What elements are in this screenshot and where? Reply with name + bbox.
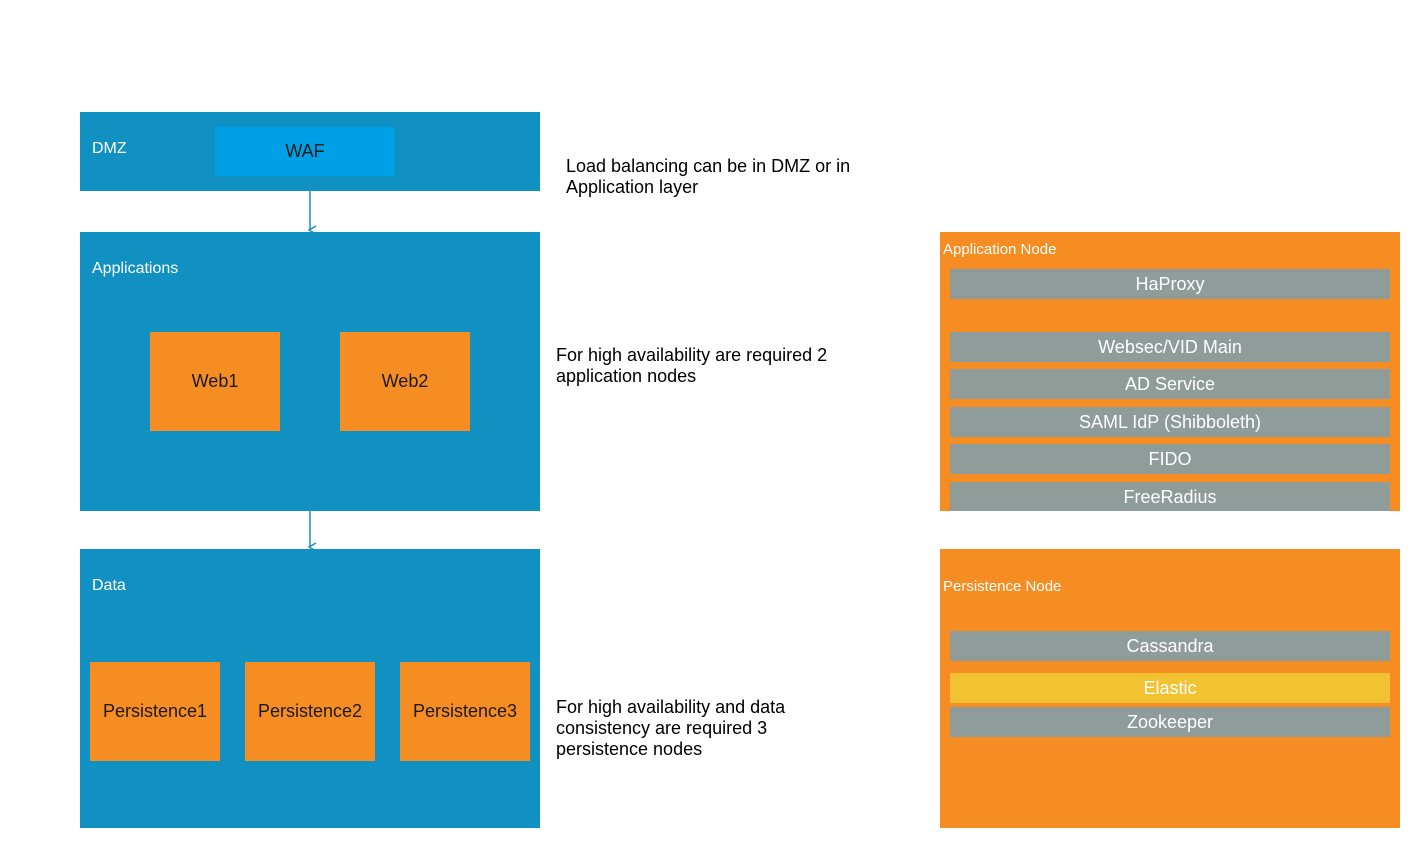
- service-ad-service[interactable]: AD Service: [950, 369, 1390, 399]
- persistence-node: Persistence Node Cassandra Elastic Zooke…: [940, 549, 1400, 828]
- web1-box[interactable]: Web1: [150, 332, 280, 431]
- service-websec-vid-main[interactable]: Websec/VID Main: [950, 332, 1390, 362]
- waf-box[interactable]: WAF: [215, 127, 395, 176]
- service-fido[interactable]: FIDO: [950, 444, 1390, 474]
- applications-zone: Applications Web1 Web2: [80, 232, 540, 511]
- data-zone: Data Persistence1 Persistence2 Persisten…: [80, 549, 540, 828]
- service-zookeeper[interactable]: Zookeeper: [950, 707, 1390, 737]
- data-label: Data: [92, 577, 126, 594]
- service-freeradius[interactable]: FreeRadius: [950, 482, 1390, 511]
- note-load-balancing: Load balancing can be in DMZ or in Appli…: [566, 156, 851, 197]
- persistence1-box[interactable]: Persistence1: [90, 662, 220, 761]
- dmz-label: DMZ: [92, 140, 127, 157]
- dmz-zone: DMZ WAF: [80, 112, 540, 191]
- service-haproxy[interactable]: HaProxy: [950, 269, 1390, 299]
- application-node-label: Application Node: [943, 241, 1057, 258]
- web2-box[interactable]: Web2: [340, 332, 470, 431]
- application-node: Application Node HaProxy Websec/VID Main…: [940, 232, 1400, 511]
- applications-label: Applications: [92, 260, 179, 277]
- service-elastic[interactable]: Elastic: [950, 673, 1390, 703]
- service-saml-idp[interactable]: SAML IdP (Shibboleth): [950, 407, 1390, 437]
- persistence3-box[interactable]: Persistence3: [400, 662, 530, 761]
- persistence2-box[interactable]: Persistence2: [245, 662, 375, 761]
- note-application-ha: For high availability are required 2 app…: [556, 345, 828, 386]
- note-data-ha: For high availability and data consisten…: [556, 697, 786, 759]
- service-cassandra[interactable]: Cassandra: [950, 631, 1390, 661]
- persistence-node-label: Persistence Node: [943, 578, 1062, 595]
